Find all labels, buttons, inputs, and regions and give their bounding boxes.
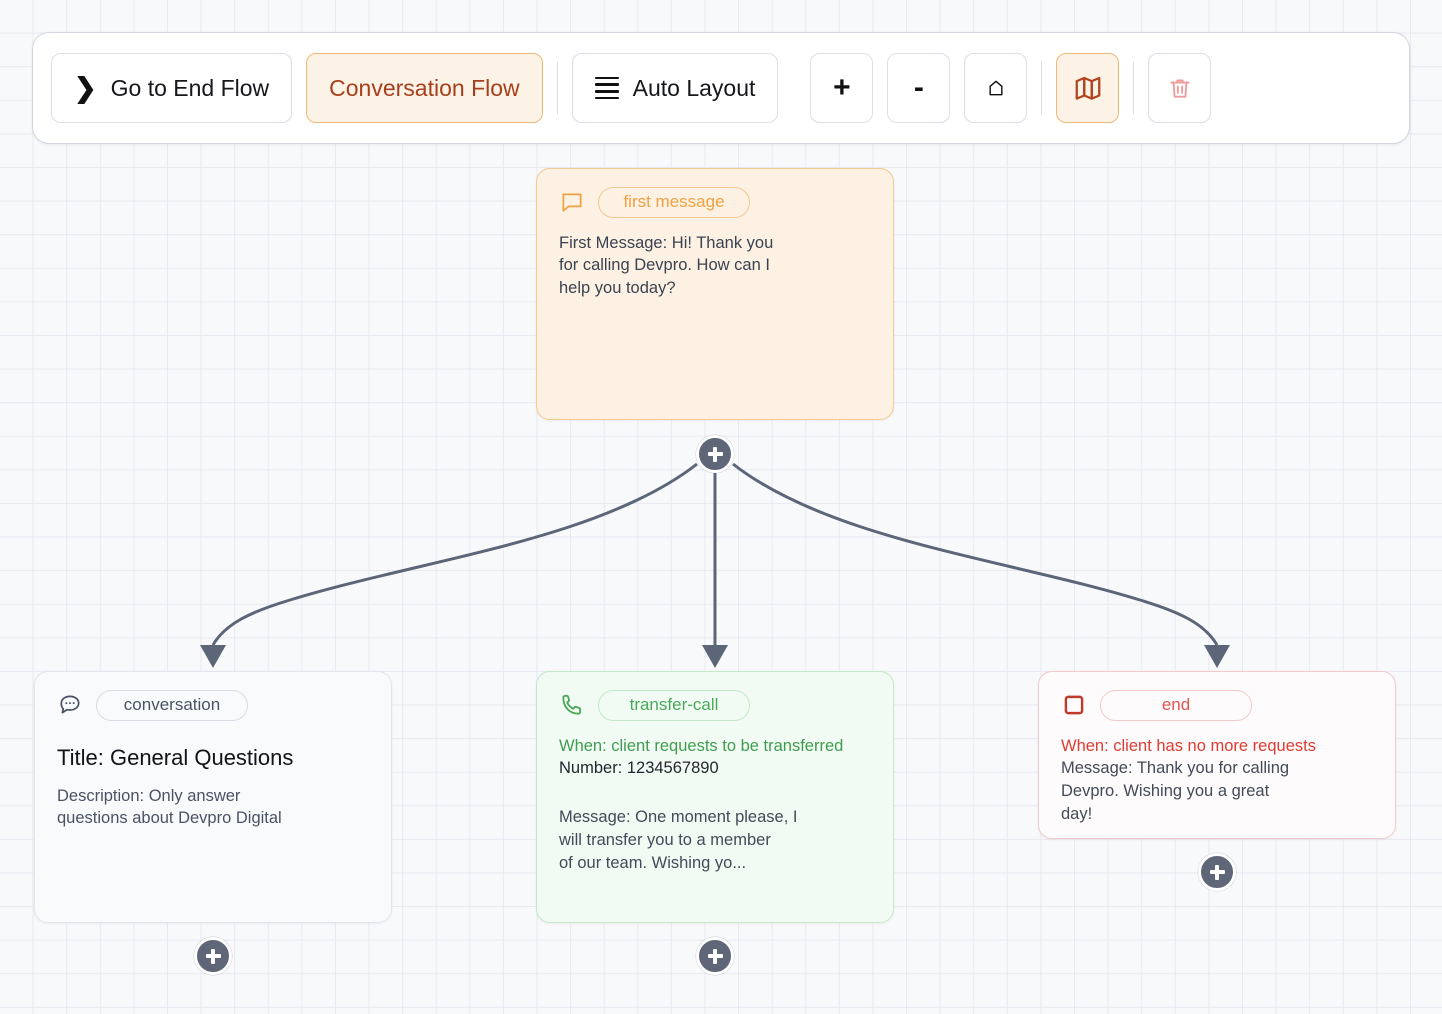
node-type-badge: end [1100, 690, 1252, 721]
tab-conversation-flow[interactable]: Conversation Flow [306, 53, 543, 123]
plus-icon: + [833, 71, 851, 104]
arrowhead-conversation [200, 645, 226, 668]
transfer-when-text: When: client requests to be transferred [559, 736, 844, 755]
speech-bubble-dots-icon [60, 695, 80, 714]
node-type-badge: conversation [96, 690, 248, 721]
node-header: conversation [57, 690, 369, 721]
hamburger-icon [594, 76, 619, 100]
zoom-in-button[interactable]: + [810, 53, 874, 123]
home-icon [989, 80, 1003, 96]
map-icon [1075, 76, 1101, 100]
arrowhead-transfer-call [702, 645, 728, 668]
node-header: transfer-call [559, 690, 871, 721]
end-when-text: When: client has no more requests [1061, 736, 1316, 755]
node-first-message[interactable]: first message First Message: Hi! Thank y… [536, 168, 894, 420]
flow-toolbar: ❯ Go to End Flow Conversation Flow Auto … [33, 33, 1409, 143]
add-node-handle-conversation[interactable] [194, 937, 232, 975]
minus-icon: - [913, 71, 924, 104]
transfer-number-text: Number: 1234567890 [559, 759, 719, 778]
add-node-handle-transfer-call[interactable] [696, 937, 734, 975]
edge-to-conversation [211, 462, 698, 646]
stop-square-icon [1064, 696, 1084, 715]
zoom-out-button[interactable]: - [887, 53, 951, 123]
arrowhead-end [1204, 645, 1230, 668]
delete-button[interactable] [1148, 53, 1212, 123]
phone-icon [562, 695, 582, 715]
toolbar-divider-1 [556, 62, 558, 114]
end-message-text: Message: Thank you for calling Devpro. W… [1061, 759, 1290, 823]
chevron-right-icon: ❯ [74, 72, 97, 103]
node-conversation[interactable]: conversation Title: General Questions De… [34, 671, 392, 923]
add-node-handle-end[interactable] [1198, 853, 1236, 891]
toolbar-divider-2 [1041, 62, 1043, 114]
transfer-message-text: Message: One moment please, I will trans… [559, 808, 798, 872]
auto-layout-label: Auto Layout [632, 74, 756, 101]
conversation-description: Description: Only answer questions about… [57, 786, 282, 828]
trash-icon [1170, 79, 1190, 98]
conversation-flow-label: Conversation Flow [329, 74, 520, 101]
add-node-handle-first-message[interactable] [696, 435, 734, 473]
node-type-badge: transfer-call [598, 690, 750, 721]
toolbar-divider-3 [1133, 62, 1135, 114]
node-transfer-call[interactable]: transfer-call When: client requests to b… [536, 671, 894, 923]
go-to-end-flow-label: Go to End Flow [110, 74, 270, 101]
conversation-title: Title: General Questions [57, 744, 294, 770]
minimap-toggle-button[interactable] [1056, 53, 1120, 123]
node-end[interactable]: end When: client has no more requests Me… [1038, 671, 1396, 839]
speech-bubble-icon [562, 193, 582, 212]
edge-to-end [732, 462, 1219, 646]
go-to-end-flow-button[interactable]: ❯ Go to End Flow [51, 53, 293, 123]
node-header: end [1061, 690, 1373, 721]
node-header: first message [559, 187, 871, 218]
node-type-badge: first message [598, 187, 750, 218]
first-message-text: First Message: Hi! Thank you for calling… [559, 233, 774, 298]
auto-layout-button[interactable]: Auto Layout [571, 53, 779, 123]
fit-view-button[interactable] [964, 53, 1028, 123]
